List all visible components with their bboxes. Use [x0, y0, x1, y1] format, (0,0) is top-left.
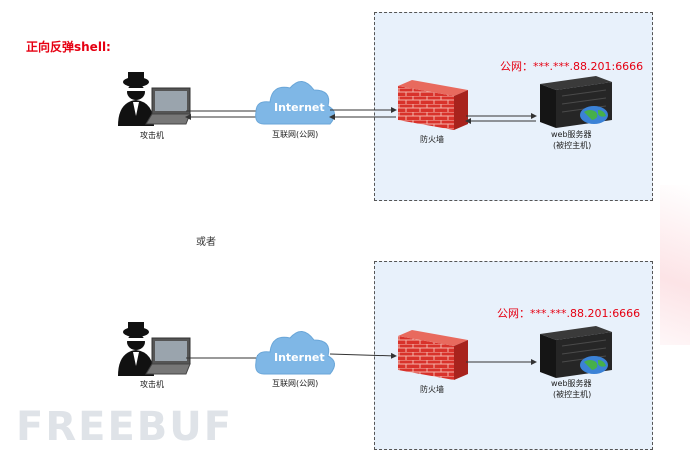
attacker-label: 攻击机 — [140, 380, 164, 389]
cloud-text: Internet — [274, 101, 325, 114]
server-label: web服务器 — [551, 379, 592, 388]
public-ip-label: 公网：***.***.88.201:6666 — [497, 307, 641, 320]
server-role-label: (被控主机) — [553, 390, 592, 399]
server-label: web服务器 — [551, 130, 592, 139]
firewall-icon — [398, 80, 468, 130]
globe-icon — [580, 356, 608, 374]
page-title: 正向反弹shell: — [26, 40, 111, 54]
public-ip-label: 公网：***.***.88.201:6666 — [500, 60, 644, 73]
server-role-label: (被控主机) — [553, 141, 592, 150]
connection-arrow — [329, 352, 397, 359]
globe-icon — [580, 106, 608, 124]
firewall-label: 防火墙 — [420, 385, 444, 394]
internet-label: 互联网(公网) — [272, 130, 319, 139]
cloud-icon — [255, 81, 335, 125]
watermark: FREEBUF — [16, 404, 234, 450]
firewall-label: 防火墙 — [420, 135, 444, 144]
hacker-icon — [118, 322, 154, 376]
firewall-icon — [398, 330, 468, 380]
cloud-text: Internet — [274, 351, 325, 364]
or-label: 或者 — [196, 237, 216, 248]
cloud-icon — [255, 331, 335, 375]
laptop-icon — [145, 87, 191, 125]
decorative-stripe — [660, 185, 690, 345]
attacker-label: 攻击机 — [140, 131, 164, 140]
internet-label: 互联网(公网) — [272, 379, 319, 388]
hacker-icon — [118, 72, 154, 126]
laptop-icon — [145, 337, 191, 375]
